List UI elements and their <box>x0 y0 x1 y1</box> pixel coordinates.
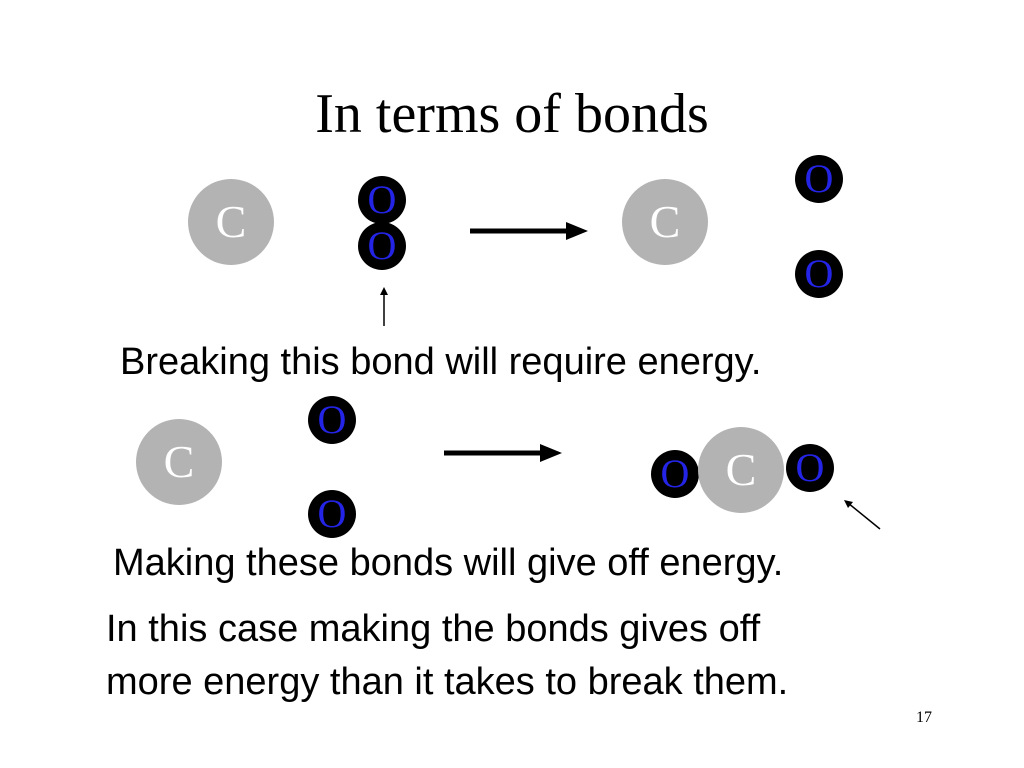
oxygen-atom-4a: O <box>651 450 699 498</box>
oxygen-atom-2b: O <box>795 250 843 298</box>
oxygen-atom-2a: O <box>795 155 843 203</box>
carbon-atom-2: C <box>622 179 708 265</box>
reaction-arrow-icon <box>470 222 588 240</box>
oxygen-atom-1a: O <box>358 176 406 224</box>
oxygen-atom-3a: O <box>308 396 356 444</box>
breaking-caption: Breaking this bond will require energy. <box>120 341 762 383</box>
summary-line-2: more energy than it takes to break them. <box>106 661 789 703</box>
slide-title: In terms of bonds <box>315 83 709 145</box>
pointer-arrow-icon <box>844 500 881 530</box>
page-number: 17 <box>916 709 932 726</box>
carbon-atom-4: C <box>698 427 784 513</box>
carbon-atom-1: C <box>188 179 274 265</box>
oxygen-atom-3b: O <box>308 490 356 538</box>
making-caption: Making these bonds will give off energy. <box>113 542 784 584</box>
pointer-arrow-icon <box>380 287 388 326</box>
carbon-atom-3: C <box>136 419 222 505</box>
summary-line-1: In this case making the bonds gives off <box>106 608 761 650</box>
reaction-arrow-icon <box>444 444 562 462</box>
oxygen-atom-4b: O <box>786 444 834 492</box>
oxygen-atom-1b: O <box>358 222 406 270</box>
